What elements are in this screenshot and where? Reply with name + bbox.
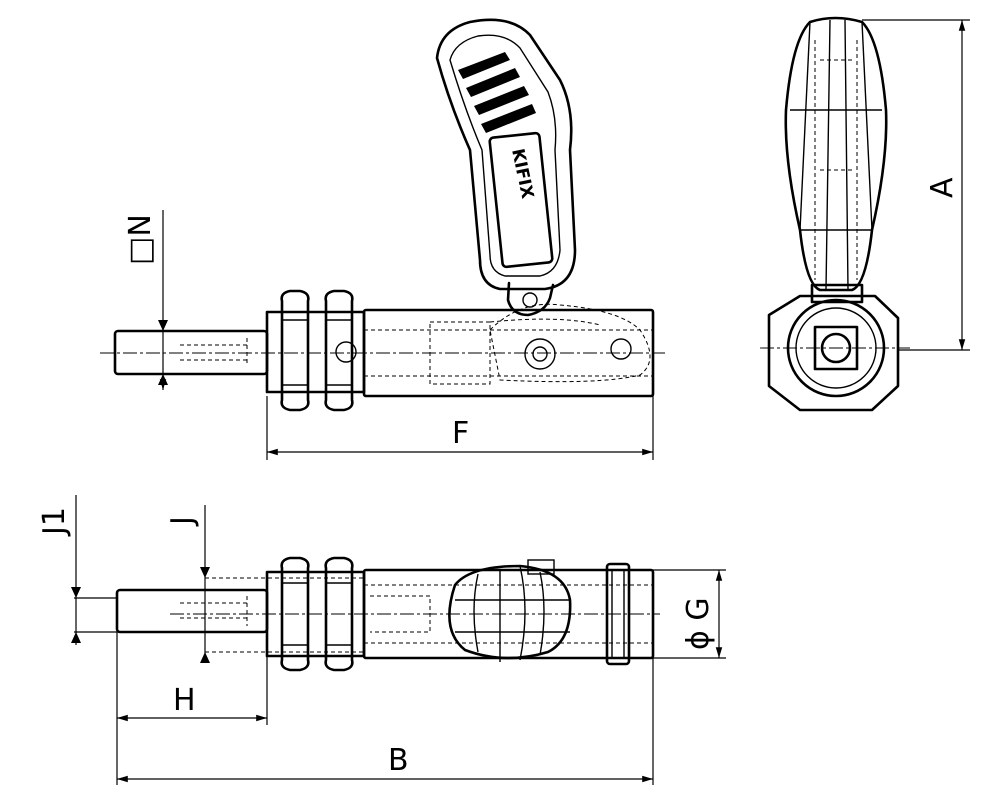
plunger-rod xyxy=(113,329,269,376)
brand-label: KIFIX xyxy=(507,147,537,201)
hex-nut-left xyxy=(280,289,310,412)
dimension-label-h: H xyxy=(173,683,196,718)
dimension-b: B xyxy=(117,658,654,785)
handle: KIFIX xyxy=(435,18,577,291)
brand-plate xyxy=(488,131,554,269)
dimension-label-j: J xyxy=(165,516,200,527)
dimension-f: F xyxy=(266,396,654,460)
dimension-label-j1: J1 xyxy=(37,507,72,537)
dimension-a: A xyxy=(862,19,970,351)
handle-end xyxy=(784,16,888,292)
dimension-label-g: ϕ G xyxy=(681,597,716,650)
end-view: A xyxy=(760,16,970,412)
dimension-label-a: A xyxy=(925,177,960,198)
handle-top xyxy=(448,564,572,660)
dimension-label-n: □N xyxy=(123,214,158,265)
side-view: KIFIX □N F xyxy=(100,18,665,460)
dimension-label-f: F xyxy=(452,416,469,451)
dimension-j1: J1 xyxy=(37,495,117,645)
dimension-n: □N xyxy=(123,210,168,390)
dimension-label-b: B xyxy=(388,743,409,778)
dimension-g: ϕ G xyxy=(653,569,726,659)
top-view: J1 J ϕ G H B xyxy=(37,495,726,785)
dimension-j: J xyxy=(165,505,210,663)
plunger-rod-top xyxy=(115,588,269,634)
dimension-h: H xyxy=(116,632,268,785)
hex-nut-right xyxy=(324,289,354,412)
hex-outline xyxy=(767,294,900,412)
